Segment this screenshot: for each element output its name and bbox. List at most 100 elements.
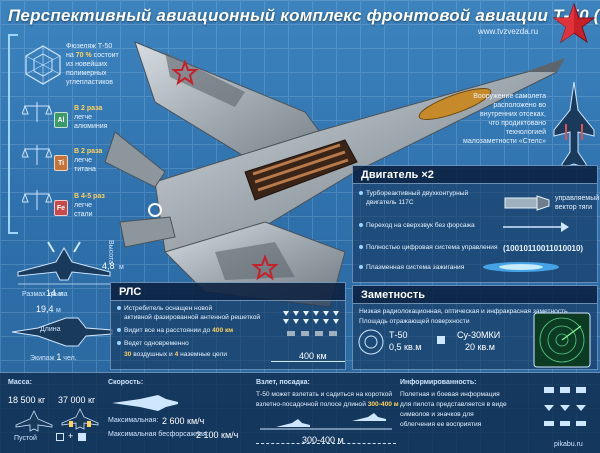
stealth-line2: расположено во xyxy=(493,102,546,109)
takeoff-runway: 300-400 м xyxy=(302,435,344,445)
engine-row1b: двигатель 117С xyxy=(366,199,414,206)
stealth-note: Вооружение самолета расположено во внутр… xyxy=(446,92,546,146)
vector-label1: управляемый xyxy=(555,195,600,202)
dimensions-side: 19,4 м Длина Экипаж 1 чел. xyxy=(8,300,118,370)
page-title: Перспективный авиационный комплекс фронт… xyxy=(8,6,600,25)
aluminum-symbol: Al xyxy=(54,112,68,128)
runway-icon xyxy=(260,413,392,430)
runway-length-line xyxy=(256,443,396,444)
vector-label2: вектор тяги xyxy=(555,204,592,211)
radar-row2-pre: Видит все на расстоянии до xyxy=(124,327,211,334)
crew-label: Экипаж xyxy=(30,355,55,362)
speed-title: Скорость: xyxy=(108,379,144,386)
speed-max-label: Максимальная: xyxy=(108,417,159,424)
titanium-line3: титана xyxy=(74,166,96,173)
dimensions-front: 14 м xyxy=(8,240,118,302)
takeoff-line2: взлетно-посадочной полосе длиной xyxy=(256,401,366,408)
speed-max-value: 2 600 км/ч xyxy=(162,416,205,426)
bullet-icon xyxy=(359,265,363,270)
fuselage-line2-pre: на xyxy=(66,52,74,59)
titanium-ratio: В 2 раза xyxy=(74,148,103,155)
scale-icon xyxy=(22,145,52,165)
titanium-line2: легче xyxy=(74,157,93,164)
materials-bracket xyxy=(8,34,18,234)
info-line1: Полетная и боевая информация xyxy=(400,391,500,398)
radar-panel: РЛС Истребитель оснащен новой активной ф… xyxy=(110,282,346,370)
mass-title: Масса: xyxy=(8,379,32,386)
span-unit: м xyxy=(58,291,64,298)
t50-value: 0,5 кв.м xyxy=(389,342,422,352)
radar-range-line xyxy=(271,361,345,362)
stealth-line4: что продиктовано xyxy=(488,120,546,127)
bottom-specs-bar: Масса: 18 500 кг 37 000 кг Пустой + Скор… xyxy=(0,372,600,453)
steel-line2: легче xyxy=(74,202,93,209)
aluminum-line3: алюминия xyxy=(74,123,108,130)
titanium-symbol: Ti xyxy=(54,155,68,171)
takeoff-line1: Т-50 может взлетать и садиться на коротк… xyxy=(256,391,393,398)
loaded-aircraft-icon xyxy=(61,408,99,430)
bullet-icon xyxy=(359,245,363,250)
steel-line3: стали xyxy=(74,211,93,218)
stealth-line3: внутренних отсеках, xyxy=(480,111,546,118)
bullet-icon xyxy=(117,328,121,333)
weapon-load-icon xyxy=(78,433,86,441)
info-line4: облегчения ее восприятия xyxy=(400,421,482,428)
height-value: 4,8 xyxy=(102,261,115,271)
radar-range-value: 400 км xyxy=(299,351,327,361)
scale-icon xyxy=(22,190,52,210)
radar-row4-b: воздушных и xyxy=(133,351,173,358)
info-line2: для пилота представляется в виде xyxy=(400,401,507,408)
stealth-aircraft-icon xyxy=(553,81,595,169)
aircraft-group-icon xyxy=(283,311,339,336)
visibility-row1: Низкая радиолокационная, оптическая и ин… xyxy=(359,308,568,315)
t50-label: Т-50 xyxy=(389,330,408,340)
fuselage-percent: 70 % xyxy=(75,52,92,59)
polymer-mesh-icon xyxy=(25,45,61,85)
mass-max-value: 37 000 кг xyxy=(58,395,96,405)
engine-row3: Полностью цифровая система управления xyxy=(366,244,498,251)
radar-row1b: активной фазированной антенной решеткой xyxy=(124,314,261,321)
visibility-row2: Площадь отражающей поверхности xyxy=(359,318,470,325)
engine-row4: Плазменная система зажигания xyxy=(366,264,465,271)
height-readout: 4,8 м xyxy=(102,256,124,274)
aluminum-ratio: В 2 раза xyxy=(74,105,103,112)
site-url[interactable]: www.tvzvezda.ru xyxy=(478,27,539,36)
stealth-line6: малозаметности «Стелс» xyxy=(463,138,546,145)
info-line3: символов и значков для xyxy=(400,411,474,418)
front-silhouette-icon xyxy=(17,241,111,285)
speed-cruise-label: Максимальная бесфорсажная: xyxy=(108,431,209,438)
takeoff-title: Взлет, посадка: xyxy=(256,379,310,386)
mass-empty-label: Пустой xyxy=(14,435,37,442)
stealth-line5: технологией xyxy=(505,129,546,136)
aircraft-star-upper xyxy=(171,59,199,86)
steel-symbol: Fe xyxy=(54,200,68,216)
bullet-icon xyxy=(359,191,363,196)
length-unit: м xyxy=(56,307,61,314)
scale-icon xyxy=(22,102,52,122)
radar-screen-icon xyxy=(533,312,591,368)
fuselage-line3: из новейших xyxy=(66,61,108,68)
su-label: Су-30МКИ xyxy=(457,330,501,340)
length-label: Длина xyxy=(40,326,61,333)
speed-cruise-value: 2 100 км/ч xyxy=(196,430,239,440)
fuel-icon xyxy=(56,433,64,441)
radar-row4-d: наземные цели xyxy=(180,351,228,358)
bullet-icon xyxy=(117,341,121,346)
fuselage-line4: полимерных xyxy=(66,70,107,77)
radar-row4-a: 30 xyxy=(124,351,132,358)
mass-empty-value: 18 500 кг xyxy=(8,395,46,405)
plasma-icon xyxy=(483,262,559,272)
red-star-icon xyxy=(552,2,596,44)
takeoff-line2-val: 300-400 м xyxy=(367,401,399,408)
radar-dish-icon xyxy=(358,329,384,355)
aircraft-silhouette-icon xyxy=(15,410,53,432)
radar-row1a: Истребитель оснащен новой xyxy=(124,305,213,312)
su-value: 20 кв.м xyxy=(465,342,495,352)
radar-row4-c: 4 xyxy=(174,351,179,358)
radar-row2-val: 400 км xyxy=(212,327,234,334)
fuselage-line1: Фюзеляж Т-50 xyxy=(66,43,113,50)
span-label: Размах крыла xyxy=(22,291,68,298)
engine-row1a: Турбореактивный двухконтурный xyxy=(366,190,469,197)
mass-plus: + xyxy=(68,431,74,441)
radar-row3: Ведет одновременно xyxy=(124,340,189,347)
